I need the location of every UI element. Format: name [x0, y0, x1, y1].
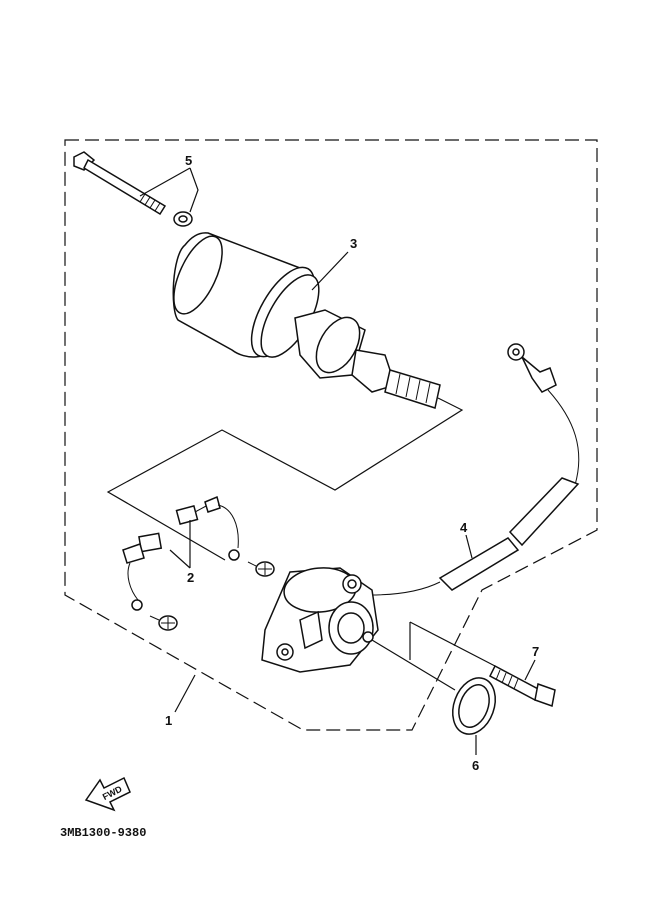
assembly-boundary — [64, 139, 598, 731]
leader-7 — [524, 659, 536, 681]
brush-holder-upper — [175, 495, 240, 561]
end-cover — [261, 567, 379, 673]
o-ring — [451, 677, 497, 735]
leader-3 — [311, 251, 349, 291]
leader-4 — [465, 534, 473, 559]
starter-motor — [172, 232, 441, 409]
short-bolt — [489, 664, 556, 707]
leader-5 — [139, 167, 199, 213]
guide-lines — [371, 621, 496, 691]
leader-1 — [174, 674, 196, 713]
drawing-code: 3MB1300-9380 — [60, 826, 146, 840]
callout-5: 5 — [185, 153, 192, 168]
callout-7: 7 — [532, 644, 539, 659]
section-outline — [106, 397, 464, 561]
screw-lower — [149, 615, 178, 631]
screw-upper — [247, 561, 275, 577]
long-bolt — [73, 151, 167, 216]
callout-4: 4 — [460, 520, 468, 535]
callout-3: 3 — [350, 236, 357, 251]
washer — [173, 211, 193, 227]
callout-1: 1 — [165, 713, 172, 728]
lead-cable — [369, 343, 580, 596]
callout-6: 6 — [472, 758, 479, 773]
leader-2 — [169, 520, 191, 569]
callout-2: 2 — [187, 570, 194, 585]
brush-holder-lower — [122, 532, 163, 611]
fwd-arrow-icon: FWD — [84, 776, 131, 812]
